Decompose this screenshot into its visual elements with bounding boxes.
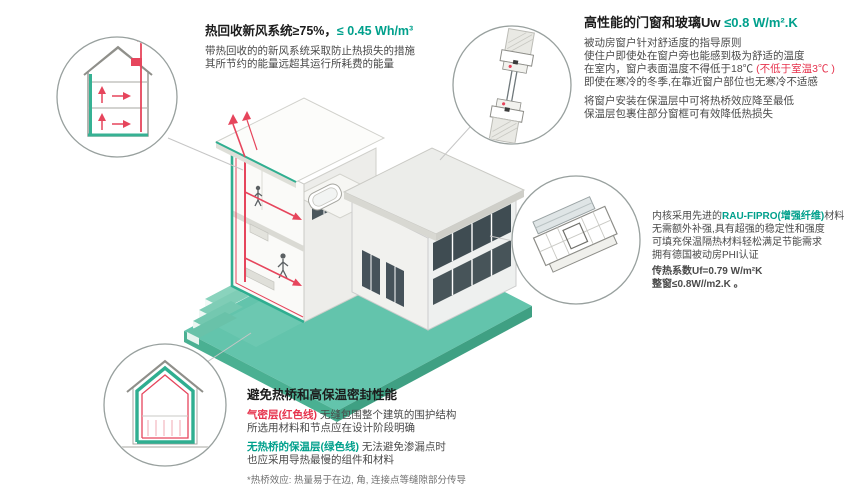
thermal-line-2: 所选用材料和节点应在设计阶段明确 — [247, 422, 415, 434]
windows-title-text: 高性能的门窗和玻璃Uw — [584, 15, 725, 30]
thermal-line-4: 也应采用导热最慢的组件和材料 — [247, 454, 394, 466]
windows-line-4: 即使在寒冷的冬季,在靠近窗户部位也无寒冷不适感 — [584, 76, 818, 88]
ventilation-detail-circle — [56, 36, 178, 158]
profile-line-3: 可填充保温隔热材料轻松满足节能需求 — [652, 237, 822, 248]
window-profile-icon — [532, 196, 618, 273]
ventilation-line-2: 其所节约的能量远超其运行所耗费的能量 — [205, 58, 394, 70]
callout-windows: 高性能的门窗和玻璃Uw ≤0.8 W/m².K 被动房窗户针对舒适度的指导原则 … — [584, 12, 862, 121]
leader-lines — [167, 126, 514, 363]
profile-line-1: 内核采用先进的RAU-FIPRO(增强纤维)材料 — [652, 211, 845, 222]
window-installation-section-icon — [488, 27, 535, 144]
house-section-heat-recovery-icon — [83, 38, 153, 137]
airtight-layer-label: 气密层(红色线) — [247, 409, 317, 421]
profile-uf-value: 传热系数Uf=0.79 W/m²K — [652, 266, 763, 277]
thermal-bridge-footnote: *热桥效应: 热量易于在边, 角, 连接点等缝隙部分传导 — [247, 475, 467, 486]
ventilation-title-text: 热回收新风系统≥75%， — [205, 24, 337, 38]
roof-exhaust-arrows — [228, 111, 258, 158]
ventilation-title: 热回收新风系统≥75%，≤ 0.45 Wh/m³ — [205, 20, 475, 39]
callout-ventilation: 热回收新风系统≥75%，≤ 0.45 Wh/m³ 带热回收的的新风系统采取防止热… — [205, 20, 475, 71]
thermal-line-1: 气密层(红色线) 无缝包围整个建筑的围护结构 — [247, 409, 457, 421]
callout-thermal: 避免热桥和高保温密封性能 气密层(红色线) 无缝包围整个建筑的围护结构 所选用材… — [247, 384, 587, 486]
right-block — [342, 147, 526, 331]
window-profile-detail-circle — [511, 175, 641, 305]
windows-line-6: 保温层包裹住部分窗框可有效降低热损失 — [584, 108, 773, 120]
ventilation-ducts — [244, 156, 302, 286]
window-section-detail-circle — [452, 25, 572, 145]
insulation-layers-icon — [110, 359, 220, 448]
human-figures — [253, 185, 289, 279]
profile-line-4: 拥有德国被动房PHI认证 — [652, 250, 759, 261]
ventilation-line-1: 带热回收的的新风系统采取防止热损失的措施 — [205, 45, 415, 57]
windows-title-value: ≤0.8 W/m².K — [724, 15, 798, 30]
profile-line-2: 无需额外补强,具有超强的稳定性和强度 — [652, 224, 825, 235]
insulation-detail-circle — [103, 343, 227, 467]
insulation-layer-label: 无热桥的保温层(绿色线) — [247, 441, 359, 453]
profile-uw-value: 整窗≤0.8W//m2.K 。 — [652, 279, 744, 290]
windows-line-1: 被动房窗户针对舒适度的指导原则 — [584, 37, 742, 49]
profile-material-name: RAU-FIPRO(增强纤维) — [722, 211, 825, 222]
windows-line-3: 在室内，窗户表面温度不得低于18℃ (不低于室温3℃ ) — [584, 63, 835, 75]
house-illustration — [184, 97, 532, 422]
ventilation-title-value: ≤ 0.45 Wh/m³ — [336, 24, 414, 38]
left-roof — [214, 97, 386, 188]
callout-profile: 内核采用先进的RAU-FIPRO(增强纤维)材料 无需额外补强,具有超强的稳定性… — [652, 210, 864, 291]
windows-line-2: 使住户即使处在窗户旁也能感到极为舒适的温度 — [584, 50, 805, 62]
windows-line-5: 将窗户安装在保温层中可将热桥效应降至最低 — [584, 95, 794, 107]
thermal-title: 避免热桥和高保温密封性能 — [247, 388, 398, 402]
bathtub — [308, 183, 342, 211]
windows-line-3-highlight: (不低于室温3℃ ) — [756, 63, 835, 75]
thermal-line-3: 无热桥的保温层(绿色线) 无法避免渗漏点时 — [247, 441, 446, 453]
windows-title: 高性能的门窗和玻璃Uw ≤0.8 W/m².K — [584, 12, 862, 31]
